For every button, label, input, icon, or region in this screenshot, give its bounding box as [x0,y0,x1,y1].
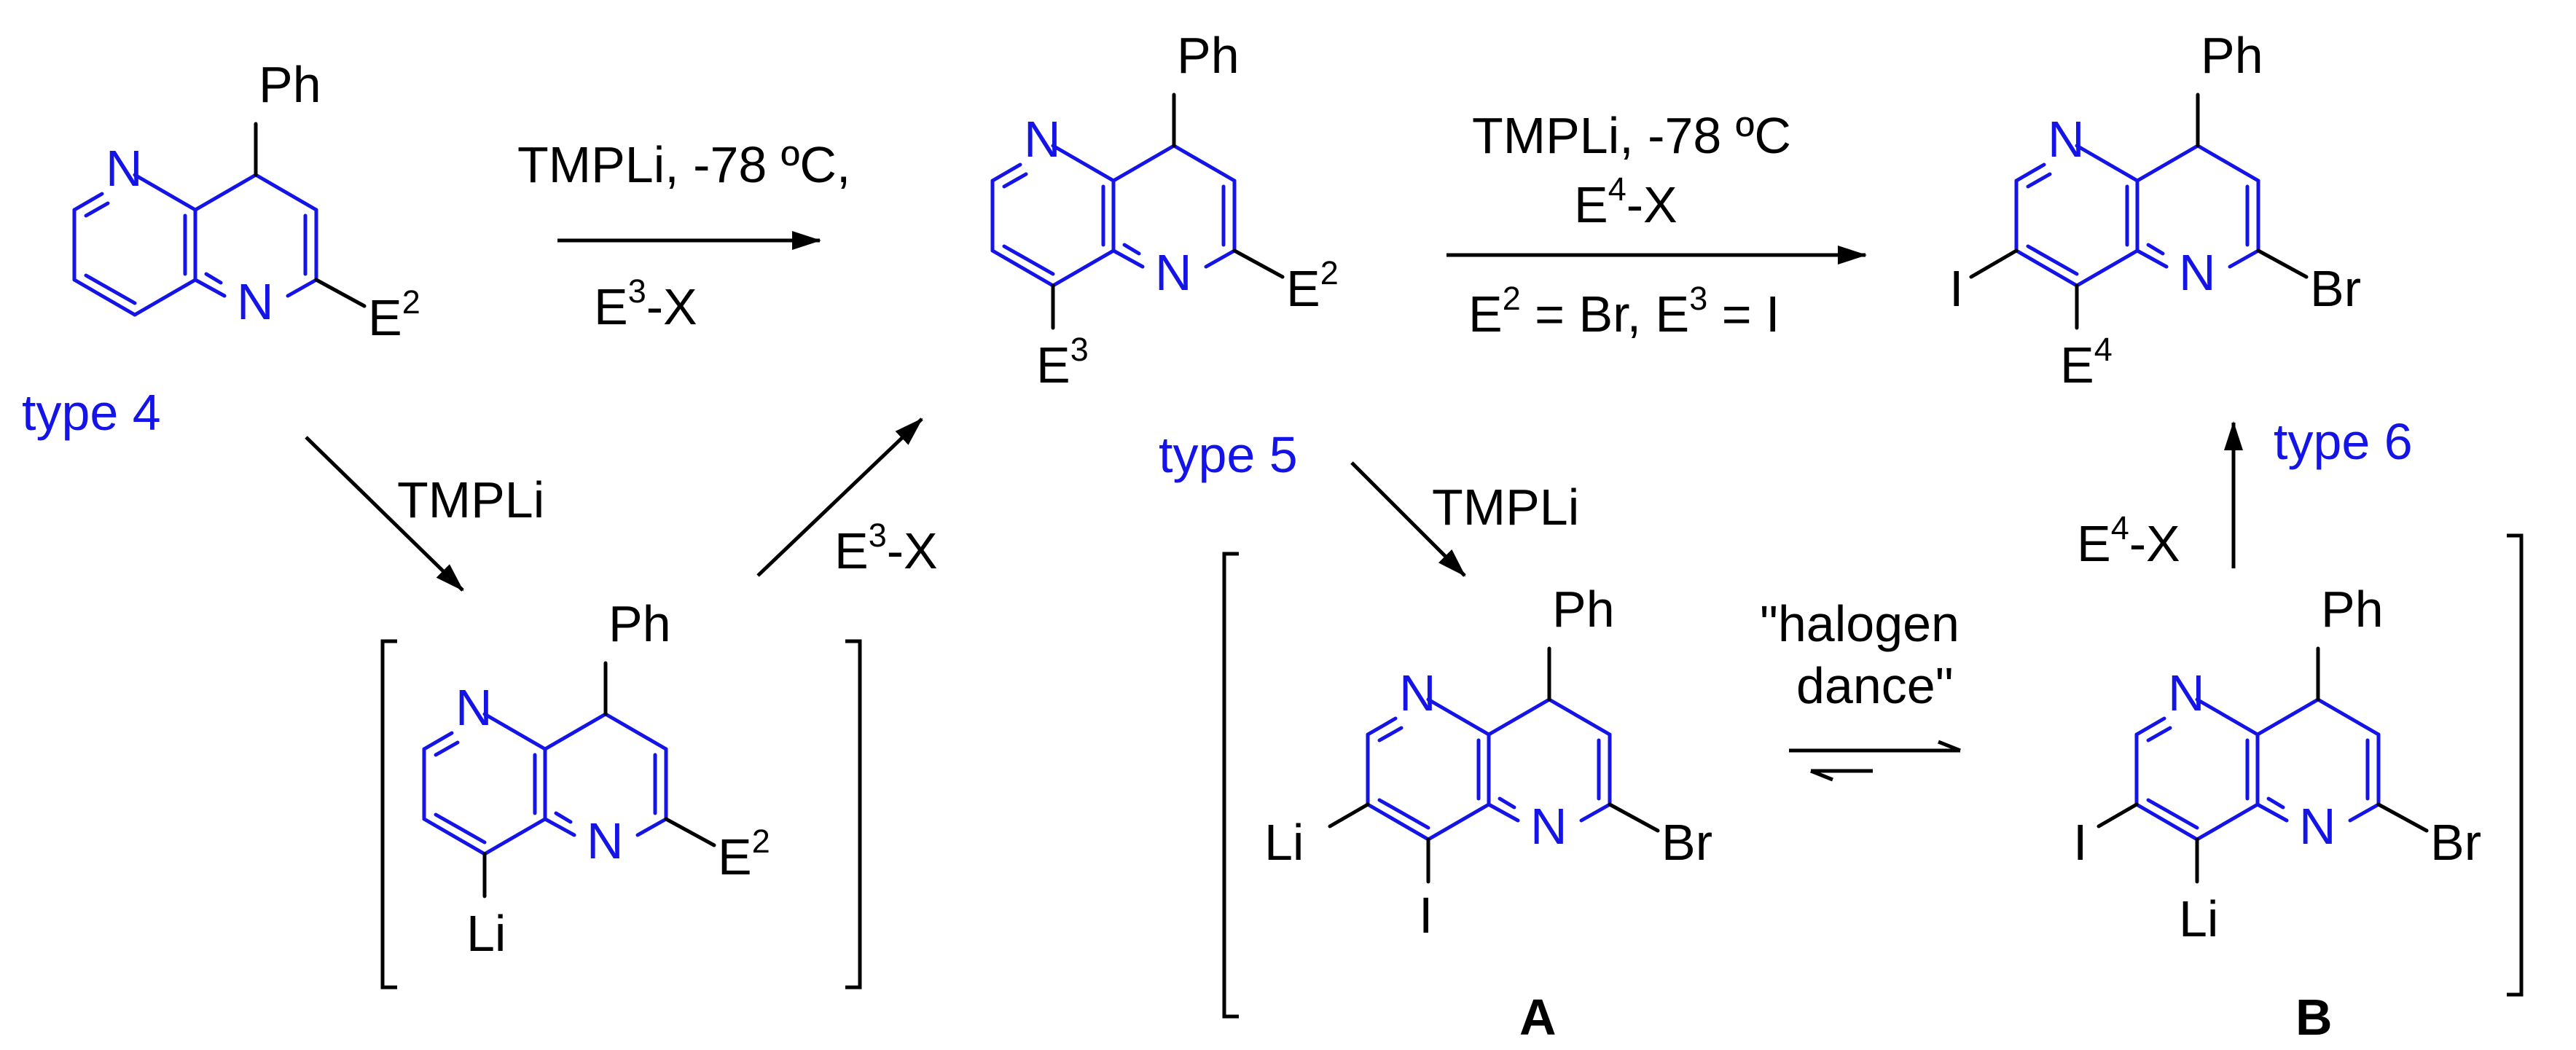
reagent-1-line1: TMPLi, -78 ºC, [517,136,850,193]
type6-n-top: N [2048,111,2085,168]
type6-ph-label: Ph [2201,27,2263,84]
type6-n-bottom: N [2179,244,2216,301]
molecule-intermediate-b: N N Ph Br I Li [2073,581,2481,947]
molecule-type-6: N N Ph Br I E4 [1949,27,2361,393]
reagent-7: E4-X [2077,509,2180,572]
reagent-2-line1: TMPLi, -78 ºC [1472,107,1791,164]
bracket-li-intermediate [380,639,862,990]
li-int-n-bottom: N [587,812,624,869]
type4-n-top: N [106,140,143,197]
type4-n-bottom: N [237,273,274,330]
type4-ph-label: Ph [259,56,321,113]
b-li-label: Li [2179,890,2218,947]
a-i-label: I [1419,887,1433,944]
b-n-top: N [2168,665,2205,721]
type4-caption: type 4 [22,384,161,441]
type5-caption: type 5 [1159,426,1298,483]
reagent-1-line2: E3-X [594,273,697,335]
a-ph-label: Ph [1552,581,1615,638]
reagent-5: TMPLi [1432,479,1579,536]
type4-e-label: E2 [368,283,420,346]
b-i-label: I [2073,814,2087,871]
type5-e2-label: E2 [1286,254,1339,317]
type6-e4-label: E4 [2060,331,2113,393]
b-ph-label: Ph [2321,581,2384,638]
b-n-bottom: N [2299,798,2336,855]
molecule-intermediate-a: N N Ph Br Li I [1264,581,1712,944]
li-int-ph-label: Ph [608,595,671,652]
type6-i-label: I [1949,260,1963,317]
type5-n-top: N [1024,111,1061,168]
reagent-3: TMPLi [397,471,544,528]
type5-ph-label: Ph [1177,27,1240,84]
reagent-6-line2: dance" [1796,657,1954,714]
type5-e3-label: E3 [1036,331,1089,393]
b-br-label: Br [2430,814,2481,871]
reagent-6-line1: "halogen [1760,595,1960,652]
reagent-2-line2: E4-X [1574,171,1677,233]
a-caption: A [1519,989,1557,1046]
li-int-e-label: E2 [718,823,770,885]
li-int-n-top: N [455,679,493,736]
a-n-top: N [1399,665,1436,721]
molecule-type-5: N N Ph E2 E3 [990,27,1339,393]
arrow-type4-to-li [305,436,464,592]
arrow-type5-to-a [1350,461,1466,577]
bracket-a-b [1222,533,2524,1019]
type5-n-bottom: N [1155,244,1192,301]
reagent-2-line3: E2 = Br, E3 = I [1468,280,1780,342]
a-br-label: Br [1661,814,1712,871]
molecule-type-4: N N Ph E2 type 4 [22,56,420,441]
type6-br-label: Br [2310,260,2361,317]
arrow-li-to-type5 [756,418,923,577]
li-int-li-label: Li [466,905,506,962]
b-caption: B [2295,989,2333,1046]
equilibrium-arrows [1789,740,1961,782]
type6-caption: type 6 [2274,413,2413,470]
a-n-bottom: N [1530,798,1567,855]
reagent-4: E3-X [834,517,938,579]
a-li-label: Li [1264,814,1304,871]
molecule-li-intermediate: N N Ph E2 Li [422,595,770,962]
